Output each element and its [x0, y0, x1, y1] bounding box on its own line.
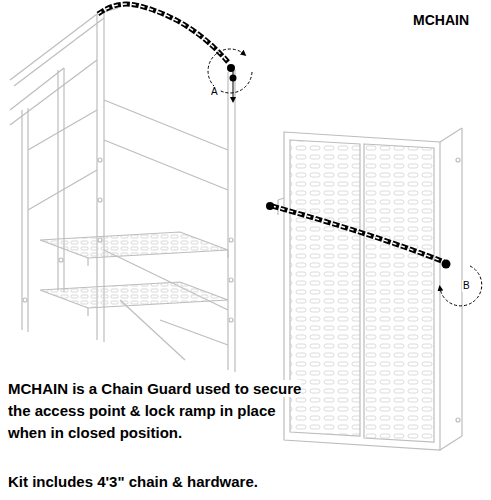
title: MCHAIN — [413, 12, 469, 28]
rotation-arrow — [440, 266, 482, 306]
caption: MCHAIN is a Chain Guard used to secure t… — [8, 378, 308, 444]
rotation-arrow — [208, 49, 252, 100]
chain — [98, 4, 237, 81]
note: Kit includes 4'3" chain & hardware. — [8, 472, 258, 492]
stair-unit — [10, 8, 235, 372]
callout-letter: B — [462, 280, 471, 292]
ramp-panel — [278, 128, 462, 450]
chain — [266, 202, 451, 269]
callout-letter: A — [210, 86, 219, 98]
